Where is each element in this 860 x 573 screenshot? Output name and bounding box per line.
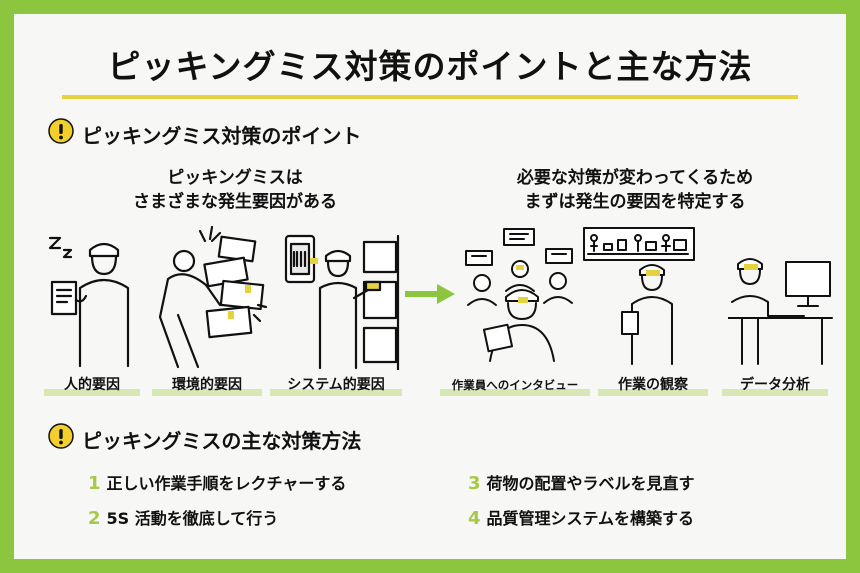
cause-label-human: 人的要因 [44, 374, 140, 396]
causes-intro-line2: さまざまな発生要因がある [133, 192, 337, 212]
measure-number: 3 [468, 473, 481, 494]
measure-number: 2 [88, 508, 101, 529]
method-label-interview: 作業員へのインタビュー [440, 374, 590, 396]
measure-text: 5S 活動を徹底して行う [106, 509, 279, 528]
measure-number: 4 [468, 508, 481, 529]
section1-heading: ピッキングミス対策のポイント [82, 124, 362, 148]
measure-number: 1 [88, 473, 101, 494]
cause-label-environment: 環境的要因 [152, 374, 262, 396]
measure-item-4: 4 品質管理システムを構築する [468, 505, 694, 529]
overloaded-boxes-illustration [158, 225, 268, 369]
title-underline [62, 95, 798, 99]
measure-item-3: 3 荷物の配置やラベルを見直す [468, 470, 695, 494]
exclamation-icon [48, 118, 74, 144]
interview-illustration [465, 228, 573, 362]
card-background [14, 14, 846, 559]
methods-intro-line1: 必要な対策が変わってくるため [516, 168, 754, 188]
arrow-right-icon [405, 284, 455, 304]
section2-heading: ピッキングミスの主な対策方法 [82, 429, 362, 453]
sleepy-worker-illustration [48, 236, 130, 368]
methods-intro: 必要な対策が変わってくるため まずは発生の要因を特定する [455, 166, 815, 214]
measure-text: 品質管理システムを構築する [486, 509, 695, 528]
measure-text: 正しい作業手順をレクチャーする [106, 474, 347, 493]
page-title: ピッキングミス対策のポイントと主な方法 [107, 47, 753, 86]
causes-intro-line1: ピッキングミスは [167, 168, 303, 188]
method-label-observation: 作業の観察 [598, 374, 708, 396]
measure-item-2: 2 5S 活動を徹底して行う [88, 505, 278, 529]
exclamation-icon [48, 423, 74, 449]
cause-label-system: システム的要因 [270, 374, 402, 396]
scanner-worker-illustration [284, 234, 400, 370]
causes-intro: ピッキングミスは さまざまな発生要因がある [60, 166, 410, 214]
method-label-data-analysis: データ分析 [722, 374, 828, 396]
observation-illustration [583, 227, 695, 365]
methods-intro-line2: まずは発生の要因を特定する [524, 192, 746, 212]
data-analysis-illustration [728, 258, 833, 365]
measure-text: 荷物の配置やラベルを見直す [486, 474, 695, 493]
measure-item-1: 1 正しい作業手順をレクチャーする [88, 470, 346, 494]
